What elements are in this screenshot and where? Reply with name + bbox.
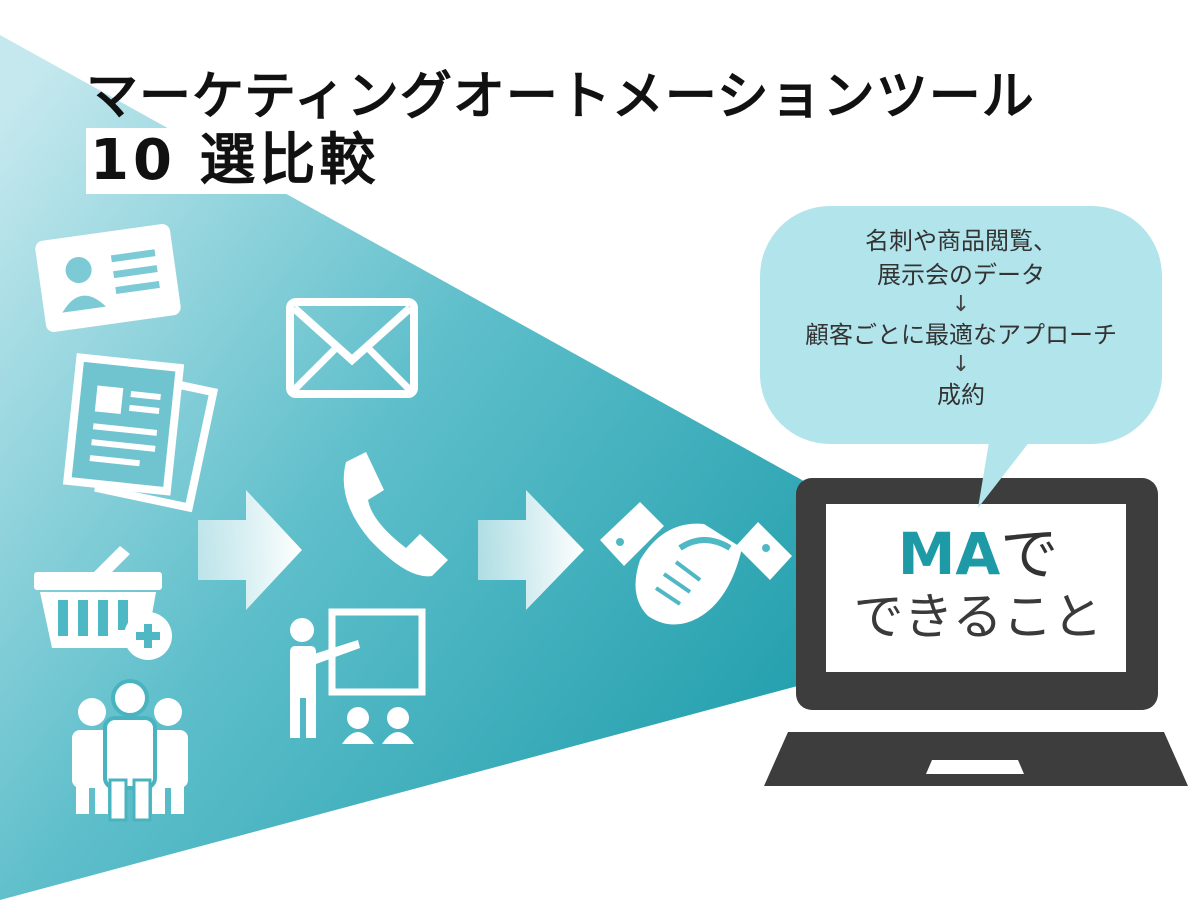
- arrow-right-icon: [478, 490, 584, 610]
- teal-wedge: [0, 35, 820, 900]
- speech-bubble-text: 名刺や商品閲覧、 展示会のデータ ↓ 顧客ごとに最適なアプローチ ↓ 成約: [768, 224, 1154, 412]
- speech-bubble: [760, 206, 1162, 508]
- shopping-basket-add-icon: [34, 546, 172, 660]
- down-arrow-icon: ↓: [951, 352, 971, 377]
- telephone-icon: [343, 452, 448, 577]
- business-card-icon: [35, 224, 181, 332]
- screen-line-2: できること: [853, 588, 1103, 646]
- people-group-icon: [72, 679, 188, 822]
- seminar-presentation-icon: [290, 608, 426, 744]
- screen-line-1: MAで: [828, 522, 1128, 586]
- arrow-right-icon: [198, 490, 302, 610]
- down-arrow-icon: ↓: [951, 292, 971, 317]
- handshake-icon: [600, 502, 792, 625]
- page-title: マーケティングオートメーションツール 10 選比較: [86, 66, 1146, 194]
- documents-icon: [62, 353, 219, 513]
- bubble-line-3: 顧客ごとに最適なアプローチ: [805, 321, 1117, 349]
- title-line-1: マーケティングオートメーションツール: [86, 67, 1035, 127]
- screen-line-1-rest: で: [1000, 520, 1059, 588]
- title-line-2: 10 選比較: [86, 128, 392, 194]
- laptop-icon: [764, 478, 1188, 786]
- bubble-line-2: 展示会のデータ: [877, 261, 1045, 289]
- bubble-line-1: 名刺や商品閲覧、: [865, 227, 1057, 255]
- ma-accent-text: MA: [897, 520, 1001, 588]
- laptop-screen-text: MAで できること: [828, 522, 1128, 648]
- bubble-line-4: 成約: [937, 381, 985, 409]
- envelope-icon: [286, 298, 418, 398]
